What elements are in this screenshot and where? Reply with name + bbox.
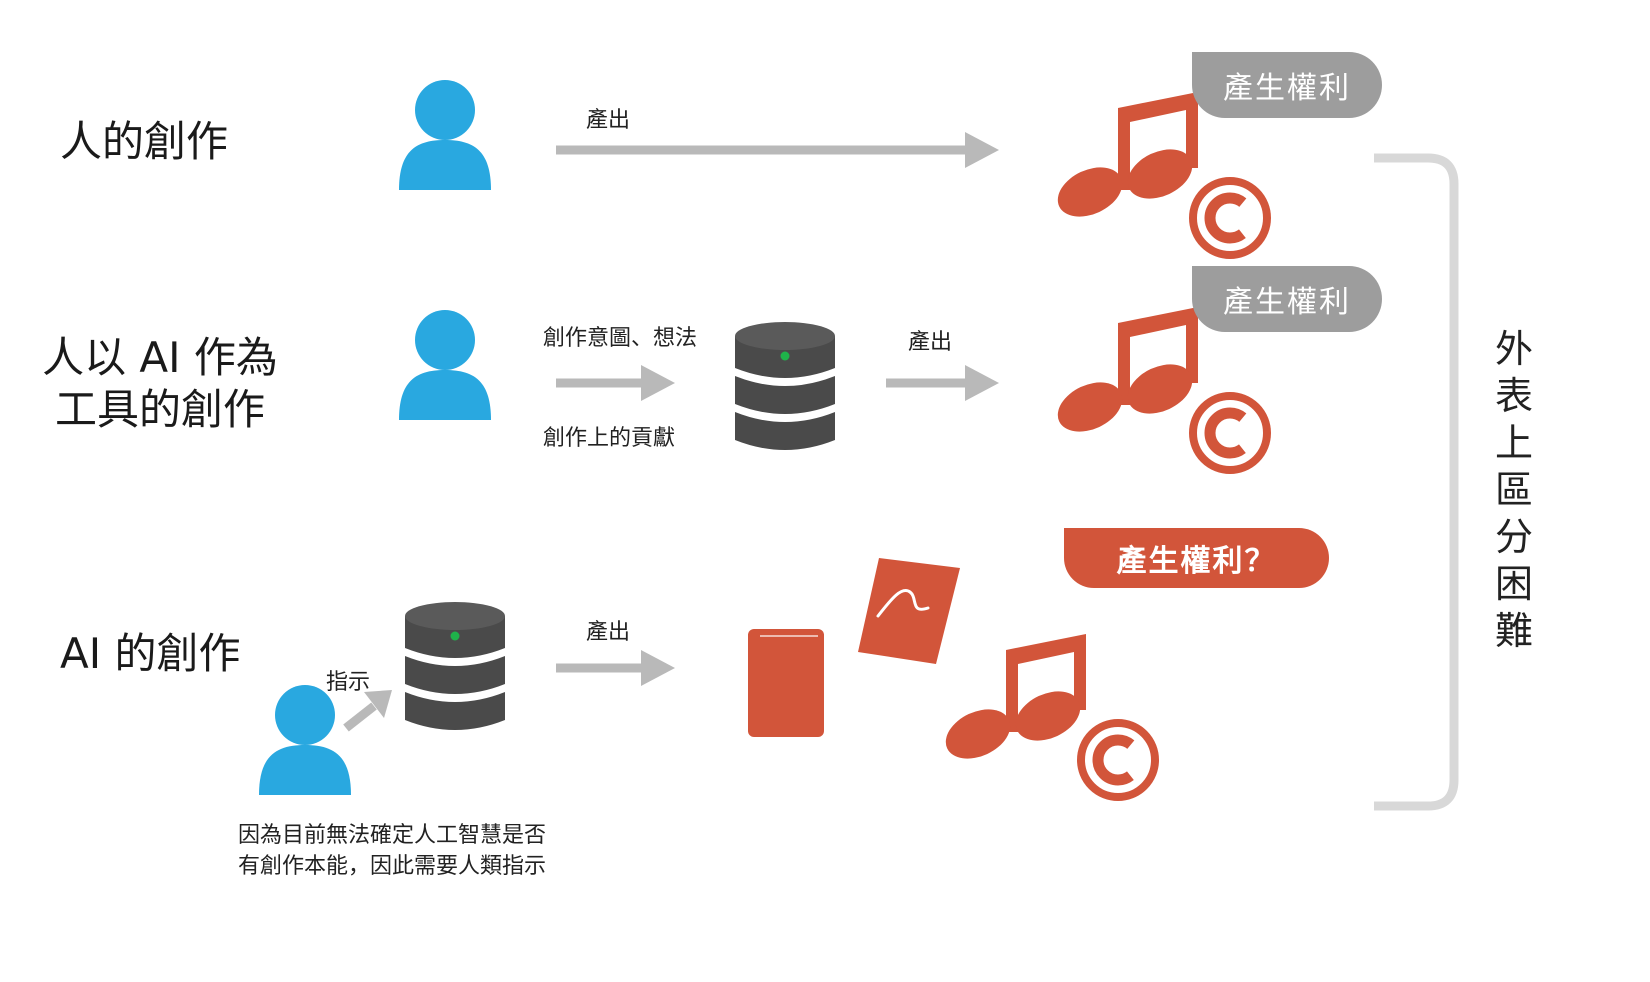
arrow [556, 650, 675, 686]
arrow [556, 132, 999, 168]
input-label-intent: 創作意圖、想法 [543, 326, 698, 351]
input-label-contribution: 創作上的貢獻 [543, 426, 676, 451]
arrow [886, 365, 999, 401]
diagonal-arrow [343, 690, 392, 732]
copyrighted-music-icon [938, 634, 1155, 797]
row-title-ai-tool: 人以 AI 作為 工具的創作 [40, 332, 280, 436]
grouping-bracket [1374, 153, 1459, 811]
row-title-line: 工具的創作 [54, 385, 265, 434]
rights-badge: 產生權利 [1192, 266, 1382, 332]
database-icon [735, 322, 835, 450]
arrow [556, 365, 675, 401]
row-title-ai: AI 的創作 [60, 629, 241, 678]
book-icon [748, 629, 824, 737]
instruct-label: 指示 [326, 670, 371, 695]
rights-question-badge: 產生權利？ [1064, 528, 1329, 588]
person-icon [399, 80, 491, 190]
note-line: 因為目前無法確定人工智慧是否 [238, 823, 547, 848]
picture-icon [858, 558, 960, 664]
row-title-human: 人的創作 [60, 117, 229, 166]
person-icon [259, 685, 351, 795]
database-icon [405, 602, 505, 730]
arrow-label-output: 產出 [586, 620, 631, 645]
rights-badge: 產生權利 [1192, 52, 1382, 118]
side-label-hard-to-distinguish: 外表上區分困難 [1494, 327, 1533, 653]
note-line: 有創作本能，因此需要人類指示 [238, 854, 547, 879]
explanation-note: 因為目前無法確定人工智慧是否 有創作本能，因此需要人類指示 [238, 820, 546, 882]
arrow-label-output: 產出 [586, 108, 631, 133]
arrow-label-output: 產出 [908, 330, 953, 355]
row-title-line: 人以 AI 作為 [42, 333, 278, 382]
person-icon [399, 310, 491, 420]
